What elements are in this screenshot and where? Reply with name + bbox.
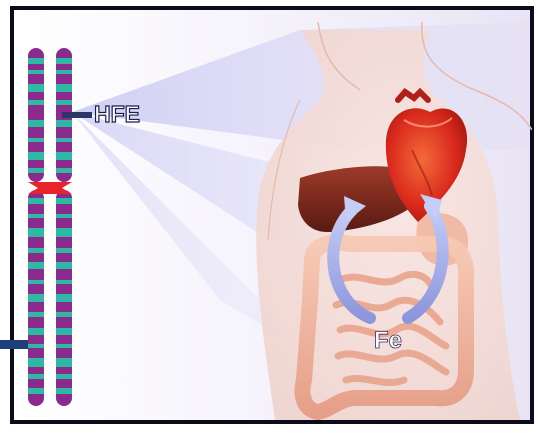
chromatid-right — [56, 48, 72, 406]
chromatid-left — [28, 48, 44, 406]
hfe-pointer-line — [62, 112, 92, 118]
hfe-gene-label: HFE — [94, 101, 140, 127]
fe-label: Fe — [374, 327, 402, 354]
